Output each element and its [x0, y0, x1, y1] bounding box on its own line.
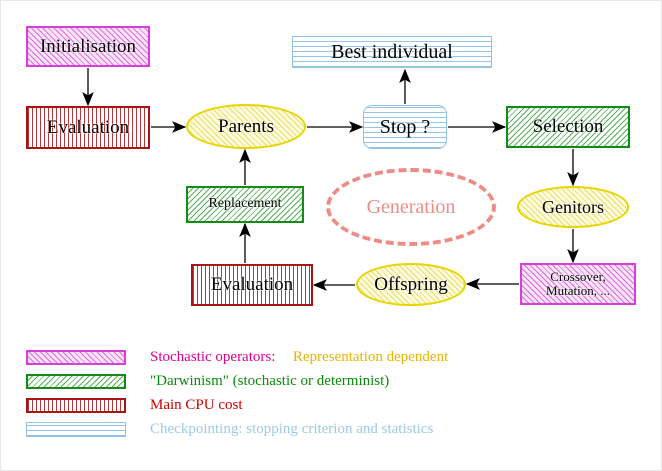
- legend-row-checkpointing: Checkpointing: stopping criterion and st…: [26, 417, 636, 441]
- node-evaluation-bottom-label: Evaluation: [210, 274, 294, 296]
- legend-label-checkpointing: Checkpointing: stopping criterion and st…: [150, 420, 434, 437]
- legend-swatch-red: [26, 397, 126, 413]
- node-stop[interactable]: Stop ?: [363, 105, 447, 149]
- legend-row-darwinism: "Darwinism" (stochastic or determinist): [26, 369, 636, 393]
- node-generation-label: Generation: [366, 195, 456, 218]
- node-parents-label: Parents: [218, 115, 274, 137]
- legend-swatch-blue: [26, 421, 126, 437]
- legend-row-stochastic-operators: Stochastic operators: Representation dep…: [26, 345, 636, 369]
- legend-label-stochastic-operators: Stochastic operators:: [150, 348, 276, 365]
- node-initialisation-label: Initialisation: [39, 35, 137, 57]
- legend-row-main-cpu-cost: Main CPU cost: [26, 393, 636, 417]
- node-crossover-mutation[interactable]: Crossover, Mutation, ...: [520, 263, 636, 305]
- legend-label-darwinism: "Darwinism" (stochastic or determinist): [150, 372, 390, 389]
- node-genitors-label: Genitors: [542, 196, 604, 217]
- node-stop-label: Stop ?: [379, 115, 431, 138]
- node-evaluation-top[interactable]: Evaluation: [26, 106, 150, 149]
- node-generation: Generation: [326, 168, 496, 246]
- node-best-individual[interactable]: Best individual: [292, 36, 492, 68]
- node-evaluation-bottom[interactable]: Evaluation: [191, 264, 313, 306]
- node-selection-label: Selection: [532, 116, 604, 138]
- legend-swatch-magenta: [26, 349, 126, 365]
- legend-label-main-cpu-cost: Main CPU cost: [150, 396, 243, 413]
- node-evaluation-top-label: Evaluation: [46, 116, 130, 138]
- node-crossover-mutation-label: Crossover, Mutation, ...: [546, 269, 610, 298]
- node-genitors[interactable]: Genitors: [517, 186, 629, 228]
- legend-label-representation-dependent: Representation dependent: [285, 348, 449, 365]
- node-offspring[interactable]: Offspring: [356, 263, 466, 306]
- legend-swatch-green: [26, 373, 126, 389]
- node-selection[interactable]: Selection: [506, 106, 630, 148]
- node-best-individual-label: Best individual: [331, 40, 453, 63]
- legend: Stochastic operators: Representation dep…: [26, 345, 636, 441]
- node-offspring-label: Offspring: [374, 273, 448, 295]
- node-initialisation[interactable]: Initialisation: [26, 26, 150, 67]
- node-replacement-label: Replacement: [208, 196, 282, 212]
- node-parents[interactable]: Parents: [186, 104, 306, 149]
- node-replacement[interactable]: Replacement: [186, 186, 304, 223]
